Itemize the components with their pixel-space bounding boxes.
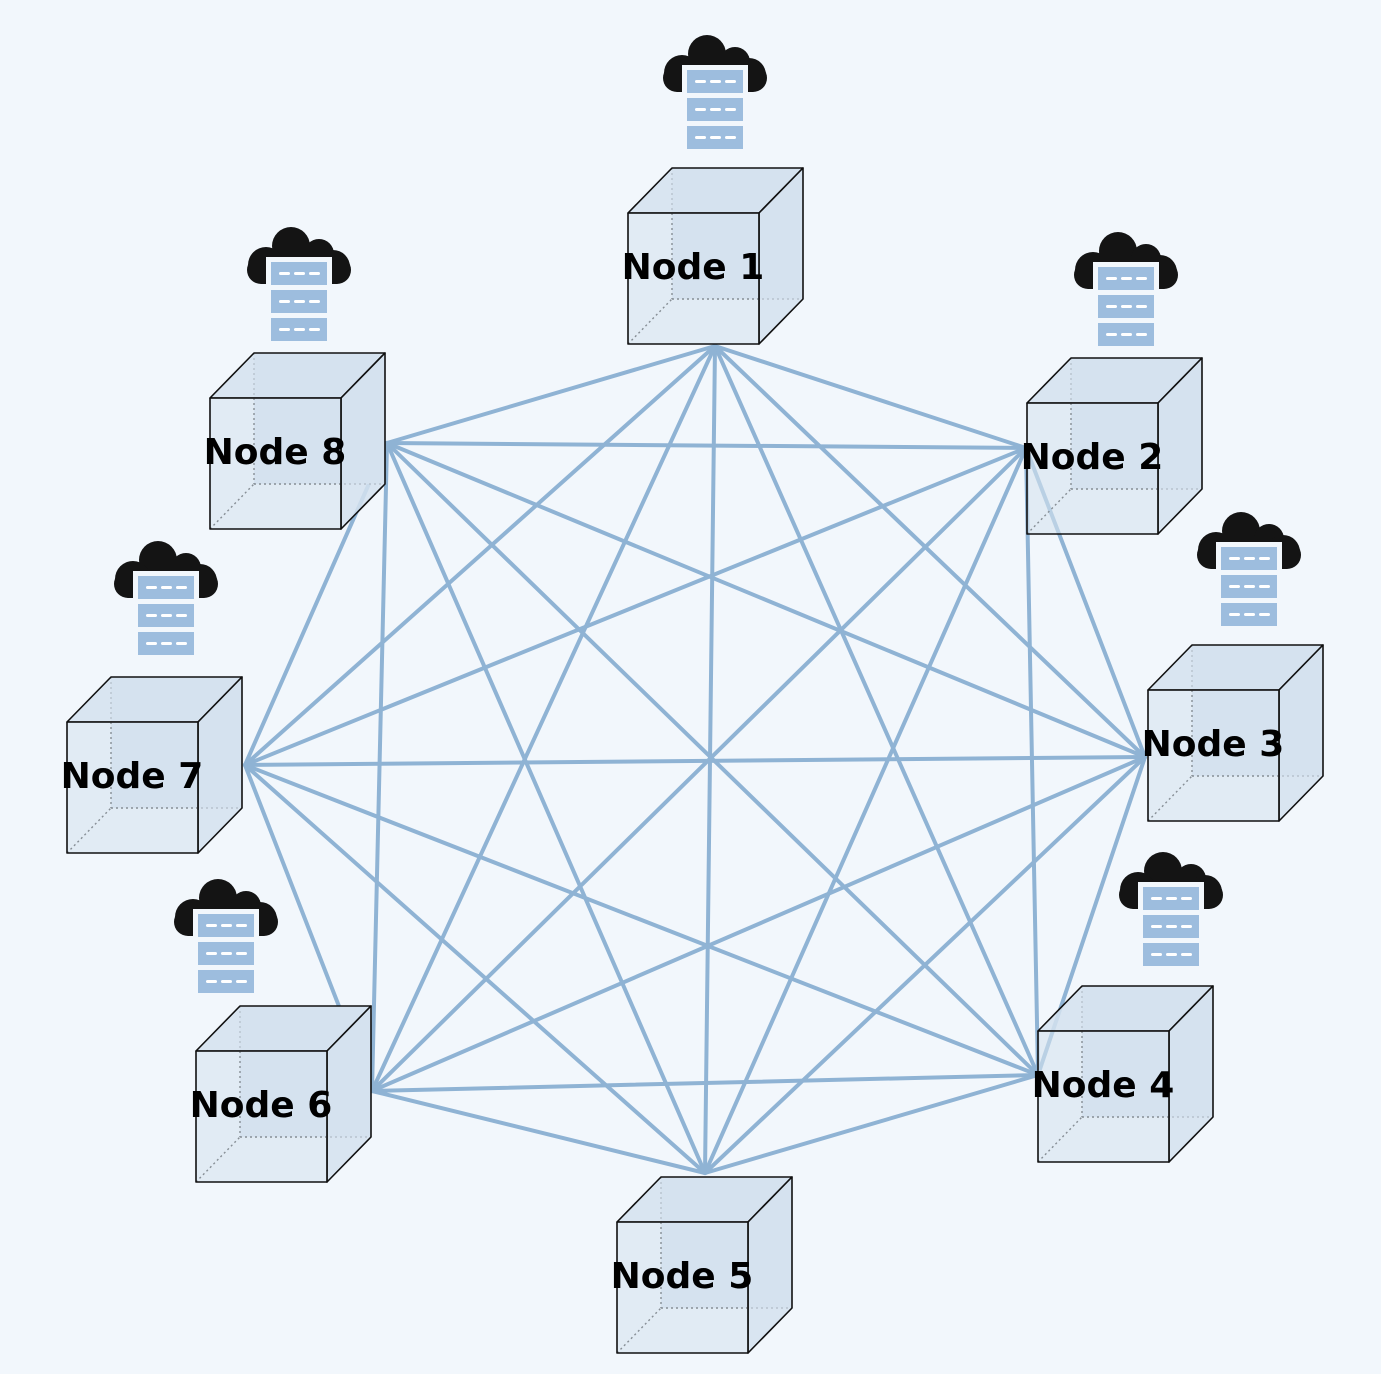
- node-2: Node 2: [1021, 232, 1203, 535]
- link-n5-n6: [370, 1089, 707, 1175]
- cube-icon: [195, 1005, 372, 1183]
- cloud-server-icon: [1197, 512, 1301, 629]
- link-n4-n5: [703, 1073, 1040, 1175]
- cube-icon: [616, 1176, 793, 1354]
- link-n3-n6: [370, 755, 1147, 1093]
- cube-icon: [627, 167, 804, 345]
- link-n1-n2: [713, 344, 1028, 450]
- node-label: Node 7: [61, 756, 204, 797]
- link-n1-n6: [370, 344, 717, 1093]
- cube-icon: [209, 352, 386, 530]
- link-n2-n6: [370, 446, 1028, 1093]
- cube-icon: [1147, 644, 1324, 822]
- link-n3-n8: [385, 441, 1147, 759]
- link-n6-n8: [370, 441, 389, 1093]
- node-label: Node 6: [190, 1085, 333, 1126]
- cloud-server-icon: [663, 35, 767, 152]
- link-n2-n8: [385, 441, 1028, 450]
- node-label: Node 4: [1032, 1065, 1175, 1106]
- cube-icon: [1037, 985, 1214, 1163]
- node-1: Node 1: [622, 35, 804, 345]
- cube-icon: [1026, 357, 1203, 535]
- cloud-server-icon: [1074, 232, 1178, 349]
- link-n2-n4: [1024, 446, 1040, 1077]
- link-n1-n3: [713, 344, 1147, 759]
- node-label: Node 2: [1021, 437, 1164, 478]
- link-n5-n8: [385, 441, 707, 1175]
- link-n5-n7: [243, 763, 707, 1175]
- link-n4-n6: [370, 1073, 1040, 1093]
- link-n1-n7: [243, 344, 717, 767]
- node-label: Node 5: [611, 1256, 754, 1297]
- cube-icon: [66, 676, 243, 854]
- node-4: Node 4: [1032, 852, 1223, 1163]
- node-7: Node 7: [61, 541, 243, 854]
- node-label: Node 3: [1142, 724, 1285, 765]
- node-5: Node 5: [611, 1176, 793, 1354]
- node-label: Node 1: [622, 247, 765, 288]
- nodes-layer: Node 1 Node 2 Node 3 Node 4 Node 5 Node 6 Node…: [61, 35, 1324, 1354]
- link-n4-n8: [385, 441, 1040, 1077]
- link-n1-n8: [385, 344, 717, 445]
- cloud-server-icon: [174, 879, 278, 996]
- cloud-server-icon: [1119, 852, 1223, 969]
- node-6: Node 6: [174, 879, 372, 1183]
- node-8: Node 8: [204, 227, 386, 530]
- node-label: Node 8: [204, 432, 347, 473]
- link-n3-n7: [243, 755, 1147, 767]
- link-n1-n4: [713, 344, 1040, 1077]
- cloud-server-icon: [114, 541, 218, 658]
- link-n2-n7: [243, 446, 1028, 767]
- link-n2-n5: [703, 446, 1028, 1175]
- cloud-server-icon: [247, 227, 351, 344]
- node-3: Node 3: [1142, 512, 1324, 822]
